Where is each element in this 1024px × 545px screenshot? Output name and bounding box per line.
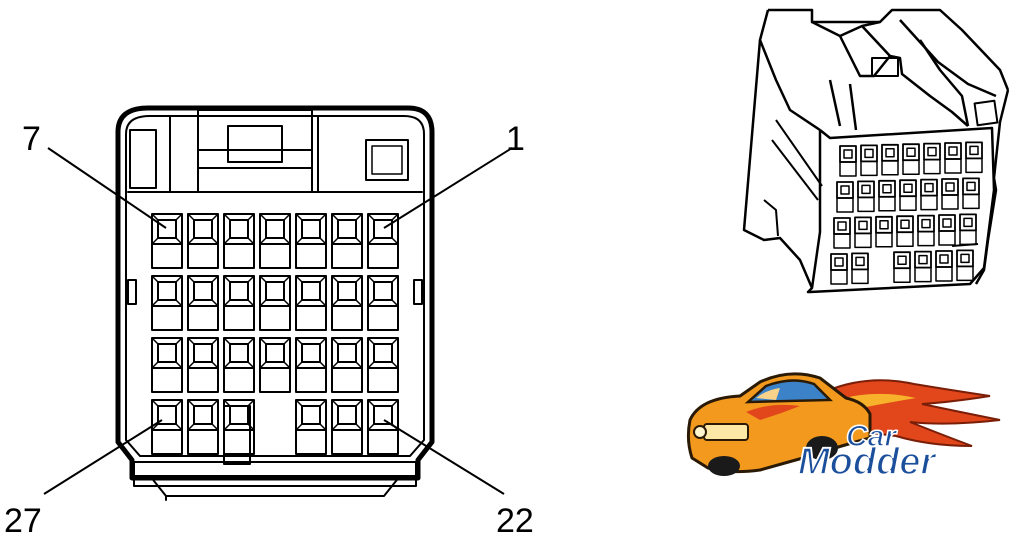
- iso-pin-cavity: [941, 178, 959, 210]
- pin-cavity: [259, 275, 291, 331]
- pin-cavity: [187, 337, 219, 393]
- iso-pin-cavity: [851, 252, 869, 285]
- iso-cavity-grid: [830, 141, 983, 285]
- left-tab: [127, 279, 137, 305]
- pin-label-1: 1: [506, 120, 525, 158]
- iso-pin-cavity: [959, 213, 977, 246]
- cavity-grid: [151, 213, 399, 455]
- iso-pin-cavity: [854, 216, 872, 249]
- logo-grille: [703, 423, 749, 441]
- iso-pin-cavity: [914, 250, 932, 283]
- pin-cavity: [331, 213, 363, 269]
- pin-cavity: [367, 275, 399, 331]
- pin-label-7: 7: [22, 120, 41, 158]
- pin-cavity: [223, 275, 255, 331]
- pin-cavity: [295, 213, 327, 269]
- pin-label-22: 22: [496, 502, 534, 540]
- callout-line-22: [383, 419, 505, 495]
- callout-line-7: [47, 147, 167, 229]
- callout-lines: [43, 147, 513, 495]
- pin-cavity: [295, 337, 327, 393]
- iso-pin-cavity: [893, 251, 911, 283]
- iso-pin-cavity: [944, 142, 962, 174]
- car-modder-logo: Car Modder: [686, 372, 1001, 484]
- logo-text-modder: Modder: [798, 441, 937, 483]
- pin-cavity: [259, 337, 291, 393]
- iso-pin-cavity: [833, 217, 851, 249]
- pin-cavity: [295, 275, 327, 331]
- iso-pin-cavity: [860, 144, 878, 177]
- pin-cavity: [259, 213, 291, 269]
- left-slot: [129, 129, 157, 189]
- iso-pin-cavity: [857, 180, 875, 213]
- pin-cavity: [295, 399, 327, 455]
- iso-pin-cavity: [917, 214, 935, 247]
- housing-inner: [125, 115, 425, 457]
- right-tab: [413, 279, 423, 305]
- iso-pin-cavity: [965, 141, 983, 174]
- iso-pin-cavity: [875, 215, 893, 248]
- iso-pin-cavity: [923, 142, 941, 175]
- iso-pin-cavity: [938, 214, 956, 246]
- pin-cavity: [367, 337, 399, 393]
- pin-cavity: [151, 399, 183, 455]
- connector-iso-view: [742, 8, 1010, 294]
- iso-pin-cavity: [899, 179, 917, 211]
- pin-label-27: 27: [4, 502, 42, 540]
- iso-pin-cavity: [902, 143, 920, 175]
- logo-wheel-rear: [806, 436, 838, 460]
- pin-cavity: [331, 399, 363, 455]
- callout-line-27: [43, 419, 163, 495]
- pin-cavity: [151, 337, 183, 393]
- key-square: [365, 139, 409, 181]
- iso-pin-cavity: [836, 181, 854, 213]
- housing-outline: [115, 105, 435, 481]
- pin-cavity: [187, 399, 219, 455]
- pin-cavity: [151, 213, 183, 269]
- iso-pin-cavity: [896, 215, 914, 247]
- pin-cavity: [223, 337, 255, 393]
- pin-cavity: [187, 275, 219, 331]
- pin-cavity: [331, 275, 363, 331]
- pin-cavity: [367, 213, 399, 269]
- iso-pin-cavity: [962, 177, 980, 210]
- pin-cavity: [187, 213, 219, 269]
- iso-pin-cavity: [935, 250, 953, 282]
- logo-text-car: Car: [846, 420, 898, 453]
- iso-pin-cavity: [830, 253, 848, 285]
- pin-cavity: [367, 399, 399, 455]
- iso-pin-cavity: [920, 178, 938, 211]
- iso-pin-cavity: [839, 145, 857, 177]
- connector-face-view: [115, 105, 435, 501]
- iso-pin-cavity: [956, 249, 974, 282]
- iso-pin-cavity: [878, 179, 896, 212]
- pin-cavity: [223, 213, 255, 269]
- iso-pin-cavity: [881, 143, 899, 176]
- logo-wheel-front: [708, 456, 740, 476]
- pin-cavity: [151, 275, 183, 331]
- callout-line-1: [383, 147, 513, 229]
- pin-cavity: [223, 399, 255, 455]
- pin-cavity: [331, 337, 363, 393]
